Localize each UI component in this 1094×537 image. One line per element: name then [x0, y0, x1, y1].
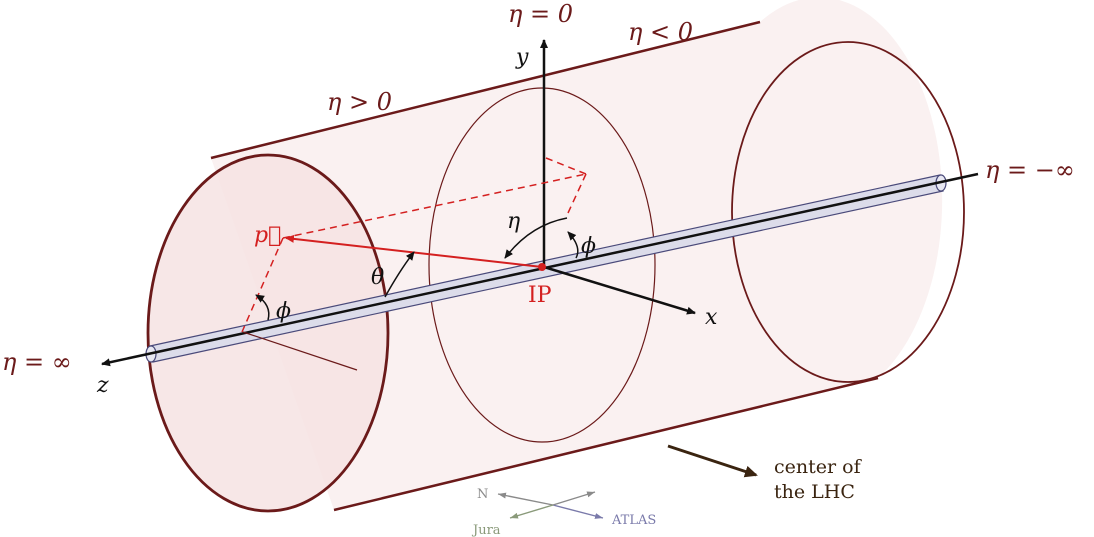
- eta-plus-infinity-label: η = ∞: [2, 348, 72, 376]
- eta-arc: [504, 217, 568, 259]
- eta-negative-label: η < 0: [628, 18, 693, 46]
- compass-east-arrow: [552, 491, 596, 506]
- lhc-note-line2: the LHC: [774, 481, 855, 503]
- momentum-label: p⃗: [254, 223, 281, 248]
- compass-jura-label: Jura: [471, 523, 501, 537]
- compass-atlas-label: ATLAS: [611, 513, 656, 528]
- cylinder-mid-section: [428, 87, 656, 443]
- x-axis-line: [543, 265, 696, 315]
- ip-label: IP: [528, 283, 552, 308]
- y-axis-label: y: [515, 45, 529, 70]
- cylinder-top-edge: [210, 20, 761, 160]
- lhc-note-line1: center of: [774, 456, 863, 478]
- compass-north-arrow: [497, 492, 554, 506]
- interaction-point-dot: [538, 263, 546, 271]
- cylinder-far-end: [731, 41, 965, 383]
- cylinder-bottom-edge: [333, 376, 879, 512]
- theta-arc: [384, 251, 415, 298]
- x-axis-label: x: [705, 305, 718, 330]
- phi-left-arc: [255, 294, 270, 321]
- phi-center-angle-label: ϕ: [581, 234, 596, 259]
- eta-angle-label: η: [507, 209, 520, 234]
- eta-minus-infinity-label: η = −∞: [985, 156, 1075, 184]
- compass-north-label: N: [477, 487, 488, 502]
- theta-angle-label: θ: [371, 265, 384, 290]
- lhc-center-arrow: [667, 444, 758, 478]
- eta-positive-label: η > 0: [327, 88, 392, 116]
- phi-reference-line: [242, 331, 358, 371]
- z-axis-label: z: [96, 373, 109, 398]
- compass-atlas-arrow: [552, 504, 604, 519]
- compass-jura-arrow: [509, 504, 554, 519]
- projection-lines: [241, 157, 587, 333]
- orientation-compass: N Jura ATLAS: [471, 487, 656, 537]
- phi-left-angle-label: ϕ: [276, 299, 291, 324]
- phi-center-arc: [567, 231, 579, 259]
- eta-zero-label: η = 0: [508, 0, 573, 28]
